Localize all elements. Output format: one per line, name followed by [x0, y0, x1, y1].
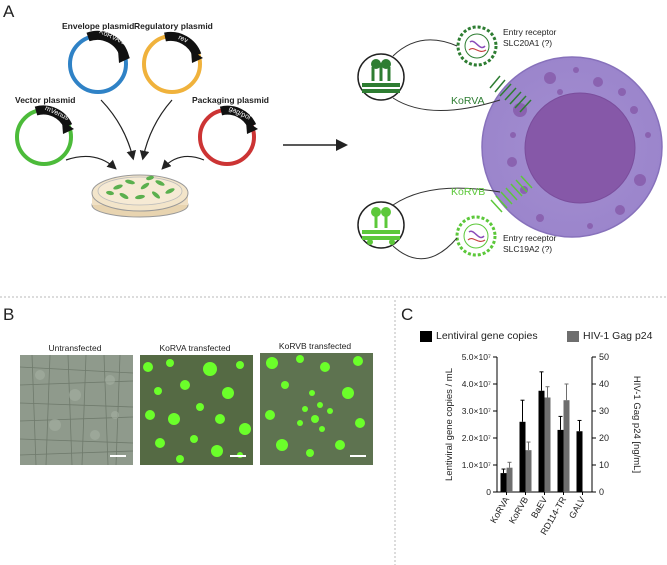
right-tick-label: 30: [599, 406, 609, 416]
korvb-virus-icon: [455, 215, 497, 257]
regulatory-plasmid-title: Regulatory plasmid: [134, 21, 213, 31]
korvb-receptor-line1: Entry receptor: [503, 233, 557, 243]
micrograph-korvb: [260, 353, 373, 465]
panel-c-letter: C: [401, 305, 414, 324]
legend-label-series1: Lentiviral gene copies: [436, 330, 538, 342]
micrograph-label-korva: KoRVA transfected: [159, 343, 231, 353]
envelope-plasmid-title: Envelope plasmid: [62, 21, 135, 31]
vector-plasmid-icon: [15, 105, 74, 166]
bar-0-1: [506, 467, 513, 492]
target-cell-icon: [481, 56, 663, 238]
korva-receptor-line2: SLC20A1 (?): [503, 38, 553, 48]
scale-bar: [350, 455, 366, 457]
y-axis-left-label: Lentiviral gene copies / mL: [444, 368, 455, 481]
envelope-plasmid-icon: [68, 30, 130, 94]
legend-swatch-series2: [567, 331, 579, 342]
bar-3-1: [563, 400, 570, 492]
bar-1-1: [525, 450, 532, 492]
korva-receptor-icon: [357, 53, 405, 101]
right-tick-label: 40: [599, 379, 609, 389]
korvb-label: KoRVB: [451, 186, 486, 198]
left-tick-label: 3.0×10⁷: [462, 406, 491, 416]
korvb-receptor-line2: SLC19A2 (?): [503, 244, 553, 254]
right-tick-label: 0: [599, 487, 604, 497]
y-axis-right-label: HIV-1 Gag p24 [ng/mL]: [631, 376, 642, 473]
panel-b-letter: B: [3, 305, 15, 324]
bar-3-0: [557, 429, 564, 492]
korva-virus-icon: [456, 25, 498, 67]
left-tick-label: 4.0×10⁷: [462, 379, 491, 389]
micrograph-label-korvb: KoRVB transfected: [278, 341, 352, 351]
micrograph-untransfected: [20, 355, 133, 465]
korva-cell-receptors: [489, 75, 532, 113]
korva-receptor-line1: Entry receptor: [503, 27, 557, 37]
right-tick-label: 50: [599, 352, 609, 362]
packaging-plasmid-title: Packaging plasmid: [192, 95, 269, 105]
x-tick-label: GALV: [567, 495, 587, 520]
left-tick-label: 1.0×10⁷: [462, 460, 491, 470]
legend-swatch-series1: [420, 331, 432, 342]
panel-a-diagram: [15, 25, 663, 260]
bar-2-0: [538, 390, 545, 492]
regulatory-plasmid-icon: [142, 31, 203, 94]
bar-chart: 0 1.0×10⁷ 2.0×10⁷ 3.0×10⁷ 4.0×10⁷ 5.0×10⁷ 0 10 2…: [444, 352, 642, 537]
scale-bar: [230, 455, 246, 457]
scale-bar: [110, 455, 126, 457]
bar-0-0: [500, 473, 507, 492]
left-tick-label: 5.0×10⁷: [462, 352, 491, 362]
bar-1-0: [519, 421, 526, 492]
korva-label: KoRVA: [451, 95, 485, 107]
right-tick-label: 20: [599, 433, 609, 443]
vector-plasmid-title: Vector plasmid: [15, 95, 76, 105]
korvb-receptor-icon: [357, 201, 405, 249]
left-tick-label: 0: [486, 487, 491, 497]
panel-a-letter: A: [3, 2, 15, 21]
packaging-plasmid-icon: [198, 105, 258, 166]
right-tick-label: 10: [599, 460, 609, 470]
left-tick-label: 2.0×10⁷: [462, 433, 491, 443]
legend-label-series2: HIV-1 Gag p24: [583, 330, 653, 342]
bar-4-0: [576, 431, 583, 492]
korvb-cell-receptors: [490, 175, 533, 213]
micrograph-korva: [140, 355, 253, 465]
petri-dish-icon: [91, 174, 189, 218]
bar-2-1: [544, 397, 551, 492]
micrograph-label-untransfected: Untransfected: [48, 343, 102, 353]
